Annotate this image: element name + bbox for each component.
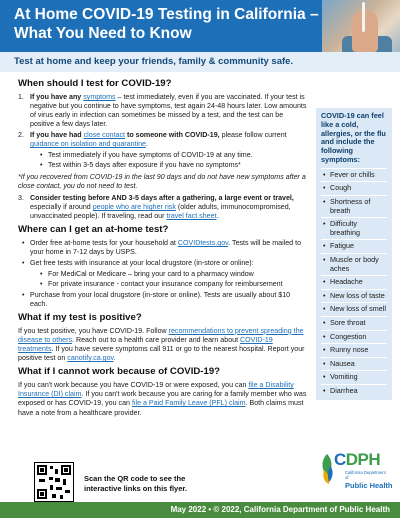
list-item: For private insurance - contact your ins… xyxy=(40,280,308,289)
paid-family-leave-link[interactable]: file a Paid Family Leave (PFL) claim xyxy=(131,399,246,408)
symptoms-link[interactable]: symptoms xyxy=(83,93,116,101)
heading-cannot-work: What if I cannot work because of COVID-1… xyxy=(18,366,221,378)
prevent-spread-link[interactable]: recommendations to prevent spreading the… xyxy=(18,326,304,344)
isolation-guidance-link[interactable]: guidance on isolation and quarantine xyxy=(30,140,146,149)
travel-fact-sheet-link[interactable]: travel fact sheet xyxy=(166,212,217,221)
heading-where-to-get: Where can I get an at-home test? xyxy=(18,224,169,236)
footer-text: May 2022 • © 2022, California Department… xyxy=(170,505,390,514)
symptom-item: Cough xyxy=(321,181,387,195)
recovered-note: *If you recovered from COVID-19 in the l… xyxy=(18,172,306,190)
symptom-item: Shortness of breath xyxy=(321,194,387,217)
symptom-item: Congestion xyxy=(321,329,387,344)
qr-caption: Scan the QR code to see the interactive … xyxy=(84,474,187,493)
symptom-item: New loss of smell xyxy=(321,302,387,316)
when-item-2-bullets: Test immediately if you have symptoms of… xyxy=(40,151,308,170)
list-item: Get free tests with insurance at your lo… xyxy=(22,259,308,288)
list-item: Purchase from your local drugstore (in-s… xyxy=(22,291,308,309)
symptom-item: New loss of taste xyxy=(321,288,387,303)
main-content: When should I test for COVID-19? 1. If y… xyxy=(18,78,308,421)
symptom-item: Fever or chills xyxy=(321,167,387,182)
cdph-logo: CDPH California Department of Public Hea… xyxy=(318,446,393,496)
symptom-item: Headache xyxy=(321,275,387,289)
symptom-item: Sore throat xyxy=(321,315,387,330)
footer-bar: May 2022 • © 2022, California Department… xyxy=(0,502,400,518)
tagline-bar: Test at home and keep your friends, fami… xyxy=(0,52,400,72)
list-item: For MediCal or Medicare – bring your car… xyxy=(40,270,308,279)
list-item: Test immediately if you have symptoms of… xyxy=(40,151,308,160)
header-photo xyxy=(322,0,400,52)
symptom-item: Muscle or body aches xyxy=(321,252,387,275)
where-list: Order free at-home tests for your househ… xyxy=(22,239,308,309)
when-item-2: 2. If you have had close contact to some… xyxy=(18,131,308,169)
header-banner: At Home COVID-19 Testing in California –… xyxy=(0,0,400,52)
leaf-icon xyxy=(322,454,333,484)
canotify-link[interactable]: canotify.ca.gov xyxy=(67,354,114,363)
symptom-item: Fatigue xyxy=(321,239,387,253)
symptom-item: Nausea xyxy=(321,356,387,371)
list-item: Order free at-home tests for your househ… xyxy=(22,239,308,257)
when-item-1: 1. If you have any symptoms – test immed… xyxy=(18,93,307,129)
symptom-item: Difficulty breathing xyxy=(321,217,387,239)
list-item: Test within 3-5 days after exposure if y… xyxy=(40,161,308,170)
disability-claim-link[interactable]: file a Disability Insurance (DI) claim xyxy=(18,381,294,399)
close-contact-link[interactable]: close contact xyxy=(83,131,126,140)
treatments-link[interactable]: COVID-19 treatments xyxy=(18,335,273,354)
page-title: At Home COVID-19 Testing in California –… xyxy=(14,6,319,42)
symptoms-sidebar: COVID-19 can feel like a cold, allergies… xyxy=(316,108,392,400)
symptom-item: Runny nose xyxy=(321,343,387,357)
heading-when-to-test: When should I test for COVID-19? xyxy=(18,78,172,89)
when-item-3: 3. Consider testing before AND 3-5 days … xyxy=(18,193,294,221)
tagline: Test at home and keep your friends, fami… xyxy=(14,56,294,67)
qr-code[interactable] xyxy=(34,462,74,502)
higher-risk-link[interactable]: people who are higher risk xyxy=(92,203,176,212)
when-list: 1. If you have any symptoms – test immed… xyxy=(18,93,308,170)
work-paragraph: If you can't work because you have COVID… xyxy=(18,381,307,417)
positive-paragraph: If you test positive, you have COVID-19.… xyxy=(18,326,305,363)
symptom-item: Vomiting xyxy=(321,370,387,384)
heading-positive: What if my test is positive? xyxy=(18,311,142,323)
symptoms-heading: COVID-19 can feel like a cold, allergies… xyxy=(321,111,386,164)
covidtests-link[interactable]: COVIDtests.gov xyxy=(177,239,229,248)
symptom-item: Diarrhea xyxy=(321,383,387,398)
